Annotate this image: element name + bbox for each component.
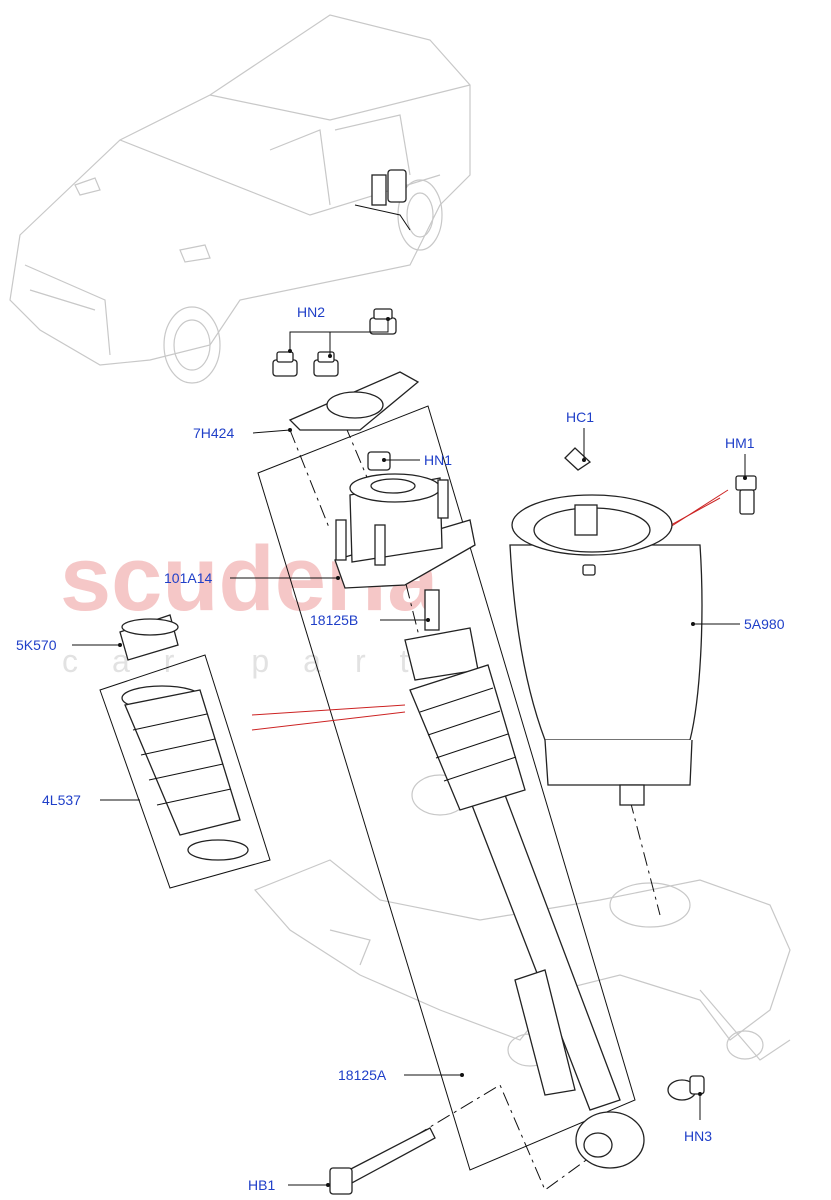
bump-stop-5k570	[119, 614, 179, 661]
label-18125a: 18125A	[338, 1067, 387, 1083]
leader-lines	[72, 317, 747, 1187]
label-hn1: HN1	[424, 452, 452, 468]
damper-gaiter	[409, 664, 526, 811]
label-5k570: 5K570	[16, 637, 57, 653]
assembly-frame	[257, 405, 636, 1171]
label-4l537: 4L537	[42, 792, 81, 808]
label-7h424: 7H424	[193, 425, 234, 441]
label-hc1: HC1	[566, 409, 594, 425]
vehicle-outline	[9, 14, 471, 384]
dust-cover-4l537	[121, 685, 249, 861]
label-hb1: HB1	[248, 1177, 275, 1193]
label-101a14: 101A14	[164, 570, 212, 586]
hm1-fitting	[735, 475, 757, 515]
part-labels: HN2 7H424 HN1 HC1 HM1 101A14 18125B 5A98…	[16, 304, 785, 1193]
gaiter-group-frame	[99, 654, 271, 889]
label-hm1: HM1	[725, 435, 755, 451]
top-mount-101a14	[334, 473, 476, 589]
hn3-nut	[667, 1075, 705, 1101]
hn2-nuts	[272, 308, 397, 377]
label-hn2: HN2	[297, 304, 325, 320]
label-hn3: HN3	[684, 1128, 712, 1144]
damper-18125a	[404, 589, 645, 1169]
hb1-bolt	[329, 1127, 436, 1195]
air-spring-5a980	[509, 447, 703, 806]
subframe-outline	[253, 774, 791, 1067]
hn1-nut	[367, 451, 391, 471]
label-5a980: 5A980	[744, 616, 785, 632]
label-18125b: 18125B	[310, 612, 358, 628]
